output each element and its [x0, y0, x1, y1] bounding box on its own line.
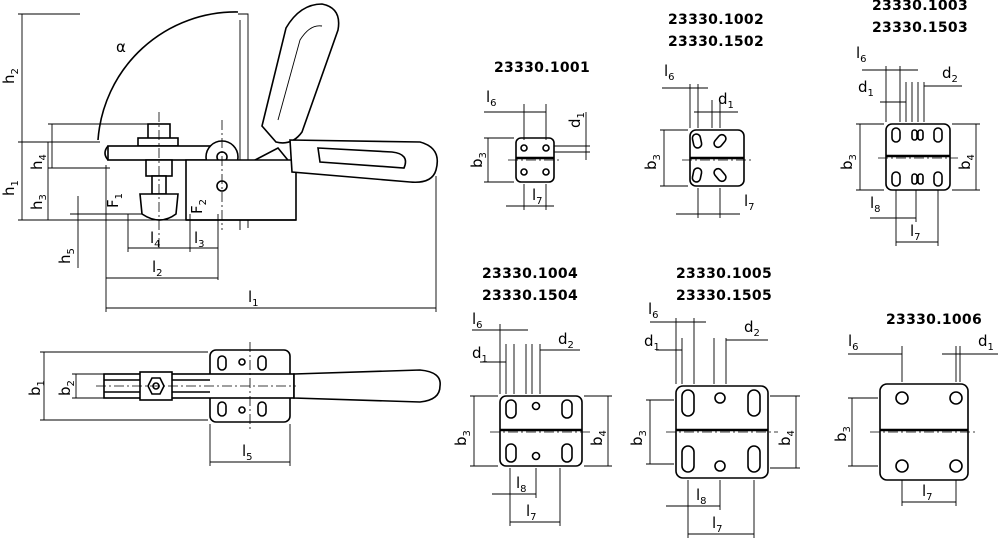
- label-angle: α: [116, 38, 126, 56]
- label-l1: l1: [248, 288, 259, 309]
- label-d1: d1: [718, 90, 734, 111]
- variant-title-2: 23330.1504: [482, 288, 578, 304]
- label-l6: l6: [856, 44, 867, 65]
- label-b2: b2: [56, 380, 77, 396]
- variant-1006: 23330.1006 b3 l6 d1 l7: [832, 312, 998, 506]
- label-d2: d2: [942, 64, 958, 85]
- label-b4: b4: [776, 430, 797, 446]
- label-l8: l8: [870, 194, 881, 215]
- label-l5: l5: [242, 442, 253, 463]
- label-b3: b3: [838, 154, 859, 170]
- label-d1: d1: [858, 78, 874, 99]
- label-d1: d1: [644, 332, 660, 353]
- label-b4: b4: [588, 430, 609, 446]
- variant-title: 23330.1006: [886, 312, 982, 328]
- label-l8: l8: [696, 486, 707, 507]
- label-d1: d1: [978, 332, 994, 353]
- label-l3: l3: [194, 229, 205, 250]
- variant-title: 23330.1002: [668, 12, 764, 28]
- label-l8: l8: [516, 474, 527, 495]
- label-d1: d1: [566, 112, 587, 128]
- arm-round-end: [104, 145, 109, 161]
- label-b3: b3: [452, 430, 473, 446]
- label-b3: b3: [628, 430, 649, 446]
- bolt-nut: [137, 137, 179, 147]
- label-h1: h1: [0, 180, 21, 196]
- swing-arc: [97, 11, 239, 141]
- label-l7: l7: [910, 222, 921, 243]
- handle-grip: [317, 147, 407, 169]
- label-b3: b3: [642, 154, 663, 170]
- label-h3: h3: [28, 194, 49, 210]
- label-b4: b4: [956, 154, 977, 170]
- side-view: α h2 h1 h4 h3 h5 F1 F2 l4 l3: [0, 3, 439, 312]
- label-h4: h4: [28, 154, 49, 170]
- label-l7: l7: [922, 482, 933, 503]
- top-view: b1 b2 l5: [26, 342, 441, 466]
- variant-1004: 23330.1004 23330.1504 b3 b4 l6: [452, 266, 612, 526]
- variant-title: 23330.1001: [494, 60, 590, 76]
- label-l7: l7: [744, 192, 755, 213]
- variant-1005: 23330.1005 23330.1505 b3 b4 l6: [628, 266, 800, 538]
- variant-title: 23330.1005: [676, 266, 772, 282]
- label-b3: b3: [832, 426, 853, 442]
- handle: [289, 139, 439, 184]
- variant-title-2: 23330.1505: [676, 288, 772, 304]
- label-l2: l2: [152, 258, 163, 279]
- label-l7: l7: [526, 502, 537, 523]
- label-d2: d2: [558, 330, 574, 351]
- label-l6: l6: [664, 62, 675, 83]
- label-h2: h2: [0, 68, 21, 84]
- label-f2: F2: [188, 199, 209, 214]
- label-d1: d1: [472, 344, 488, 365]
- variant-title-2: 23330.1503: [872, 20, 968, 36]
- label-b1: b1: [26, 380, 47, 396]
- label-b3: b3: [468, 152, 489, 168]
- label-f1: F1: [104, 193, 125, 208]
- top-handle: [293, 369, 441, 403]
- label-l7: l7: [532, 186, 543, 207]
- variant-1001: 23330.1001 b3 l6 d1 l7: [468, 60, 590, 210]
- label-d2: d2: [744, 318, 760, 339]
- label-l6: l6: [472, 310, 483, 331]
- label-l6: l6: [848, 332, 859, 353]
- variant-title: 23330.1003: [872, 0, 968, 14]
- lever-upright: [261, 3, 340, 144]
- variant-1002: 23330.1002 23330.1502 b3 l6 d1 l7: [642, 12, 764, 218]
- label-l6: l6: [486, 88, 497, 109]
- label-l4: l4: [150, 229, 161, 250]
- label-l7: l7: [712, 514, 723, 535]
- lever-upright-groove: [277, 25, 323, 121]
- variant-1003: 23330.1003 23330.1503 b3 b4: [838, 0, 980, 246]
- variant-title-2: 23330.1502: [668, 34, 764, 50]
- label-l6: l6: [648, 300, 659, 321]
- label-h5: h5: [56, 248, 77, 264]
- clamp-arm: [107, 145, 221, 161]
- variant-title: 23330.1004: [482, 266, 578, 282]
